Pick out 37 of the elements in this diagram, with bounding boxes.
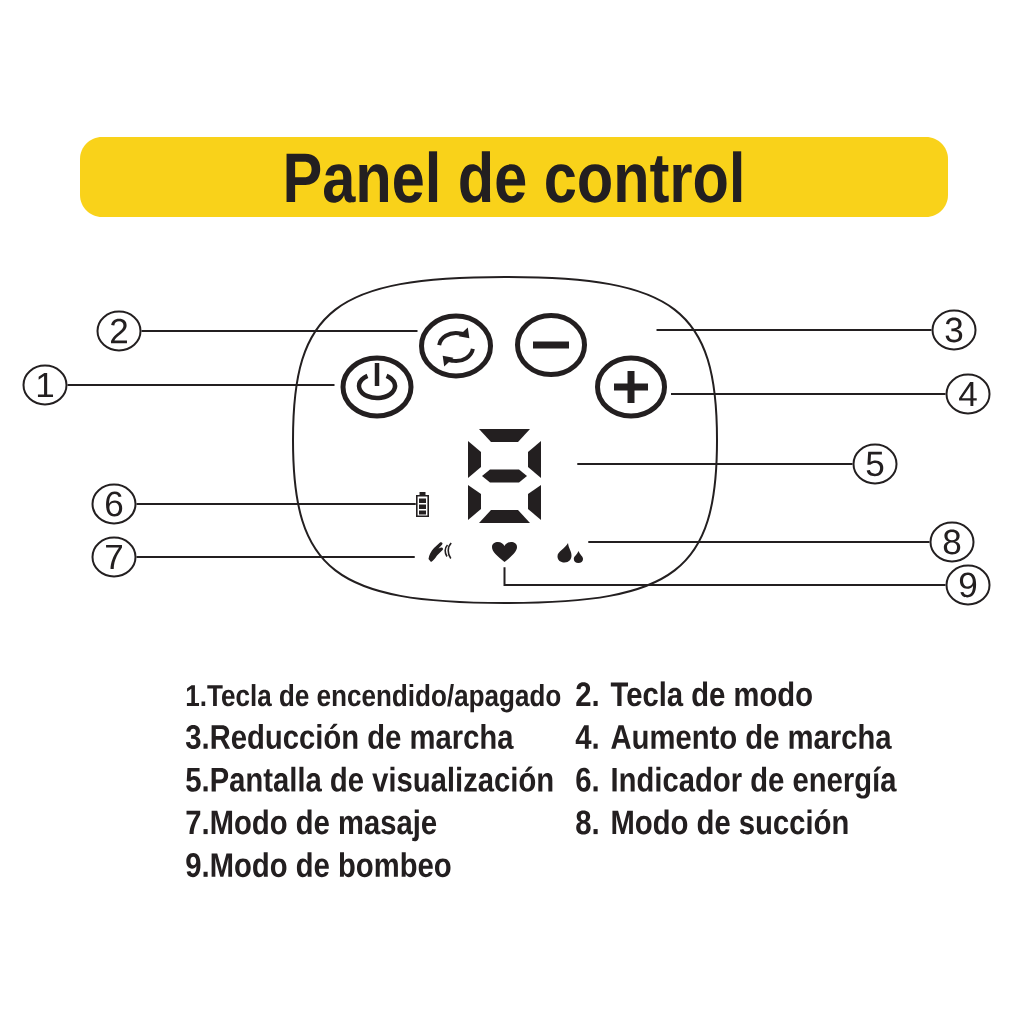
segment-display (468, 429, 541, 523)
title-banner: Panel de control (80, 137, 948, 217)
leader-line (576, 463, 854, 465)
plus-button (595, 355, 667, 419)
leader-line (135, 503, 417, 505)
callout-number: 7 (91, 536, 137, 578)
power-button (340, 355, 414, 419)
mode-button (419, 313, 493, 379)
drops-icon (557, 543, 583, 563)
list-item: 1.Tecla de encendido/apagado (186, 684, 561, 713)
callout-number: 8 (929, 521, 975, 563)
callout-number: 2 (96, 310, 142, 352)
battery-icon (416, 492, 429, 517)
list-item: 9.Modo de bombeo (186, 852, 451, 878)
leader-line (587, 541, 931, 543)
leader-line (66, 384, 336, 386)
list-item: 7.Modo de masaje (186, 809, 437, 842)
leader-line (670, 393, 947, 395)
list-item: 3.Reducción de marcha (185, 723, 514, 750)
callout-number: 1 (22, 364, 68, 406)
list-item: 8. Modo de succión (576, 809, 848, 835)
list-item: 4. Aumento de marcha (575, 724, 892, 750)
callout-number: 3 (931, 309, 977, 351)
heart-icon (492, 542, 517, 562)
callout-number: 5 (852, 443, 898, 485)
leader-line (503, 566, 947, 586)
leader-line (655, 329, 933, 331)
list-item: 6. Indicador de energía (576, 766, 897, 799)
list-item: 5.Pantalla de visualización (186, 766, 553, 792)
hands-icon (428, 542, 452, 562)
callout-number: 9 (945, 564, 991, 606)
leader-line (140, 330, 419, 332)
callout-number: 6 (91, 483, 137, 525)
callout-number: 4 (945, 373, 991, 415)
leader-line (135, 556, 416, 558)
list-item: 2. Tecla de modo (576, 681, 812, 707)
minus-button (515, 313, 587, 377)
